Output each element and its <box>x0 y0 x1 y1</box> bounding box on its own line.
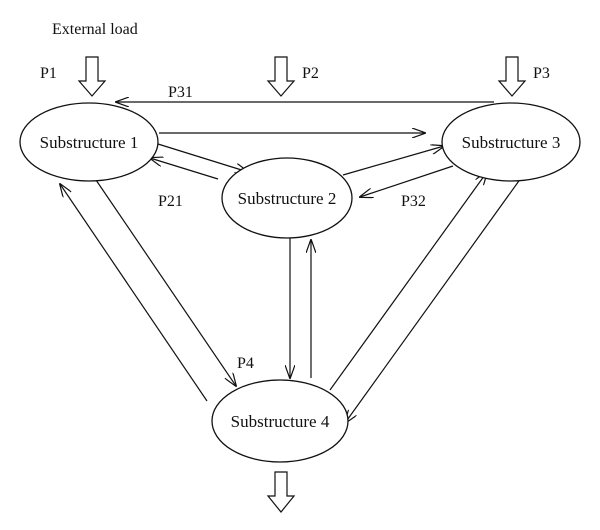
edge-4-to-1 <box>60 184 208 402</box>
node-substructure-4: Substructure 4 <box>211 379 349 463</box>
edge-label-p32: P32 <box>401 193 426 210</box>
edge-4-to-3 <box>329 172 487 391</box>
node-label-substructure-3: Substructure 3 <box>462 133 561 152</box>
load-arrow-output-icon <box>266 471 296 513</box>
edge-label-p21: P21 <box>158 193 183 210</box>
edge-1-to-4 <box>95 179 236 386</box>
edge-3-to-4 <box>345 177 522 423</box>
load-arrow-p1-icon <box>77 56 107 97</box>
load-arrow-p2-icon <box>266 56 296 97</box>
edge-1-to-2 <box>157 143 248 172</box>
edge-2-to-3 <box>342 146 444 176</box>
node-label-substructure-1: Substructure 1 <box>40 133 139 152</box>
edges <box>60 102 522 423</box>
external-load-label: External load <box>52 21 138 38</box>
load-arrow-p3-icon <box>497 56 527 97</box>
load-label-p3: P3 <box>533 65 550 82</box>
node-substructure-1: Substructure 1 <box>19 102 159 182</box>
load-label-p1: P1 <box>40 65 57 82</box>
node-label-substructure-4: Substructure 4 <box>231 412 330 431</box>
edge-3-to-2 <box>360 165 454 197</box>
edge-label-p4: P4 <box>237 355 254 372</box>
load-label-p2: P2 <box>302 65 319 82</box>
node-substructure-2: Substructure 2 <box>221 157 353 239</box>
edge-label-p31: P31 <box>168 84 193 101</box>
edge-2-to-1 <box>150 158 219 180</box>
node-label-substructure-2: Substructure 2 <box>238 189 337 208</box>
node-substructure-3: Substructure 3 <box>441 102 581 182</box>
